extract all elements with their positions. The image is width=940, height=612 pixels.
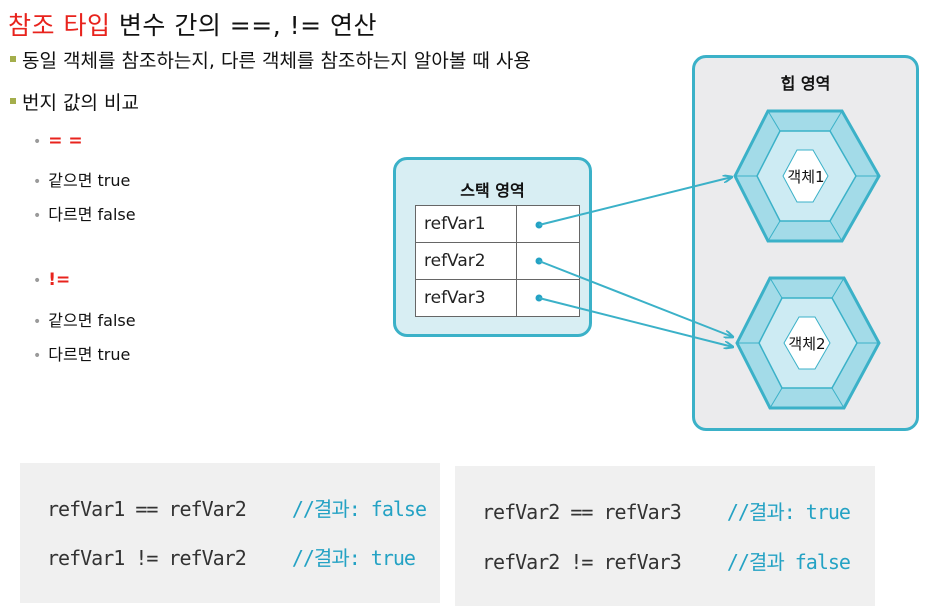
bullet-item: 번지 값의 비교 — [10, 88, 139, 115]
stack-title: 스택 영역 — [460, 181, 525, 200]
square-bullet-icon — [10, 98, 16, 104]
ref-var-name: refVar3 — [415, 279, 517, 317]
code-example-right: refVar2 == refVar3 //결과: true refVar2 !=… — [455, 466, 875, 606]
ref-var-name: refVar1 — [415, 205, 517, 243]
dot-bullet-icon: • — [33, 348, 42, 364]
code-comment: //결과: false — [291, 497, 427, 521]
object2-hexagon-icon — [735, 276, 881, 410]
code-comment: //결과: true — [726, 500, 851, 524]
dot-bullet-icon: • — [33, 273, 42, 289]
operator-neq: •!= — [33, 270, 71, 290]
code-comment: //결과 false — [726, 550, 851, 574]
neq-same-text: •같으면 false — [33, 311, 136, 330]
code-comment: //결과: true — [291, 546, 416, 570]
operator-eq: •= = — [33, 131, 83, 151]
heap-title: 힙 영역 — [780, 74, 831, 93]
table-row: refVar3 — [415, 279, 580, 317]
stack-area: 스택 영역 refVar1 refVar2 refVar3 — [393, 157, 592, 337]
dot-bullet-icon: • — [33, 134, 42, 150]
code-line: refVar2 == refVar3 //결과: true — [482, 500, 851, 524]
bullet-item: 동일 객체를 참조하는지, 다른 객체를 참조하는지 알아볼 때 사용 — [10, 46, 531, 73]
object1-label: 객체1 — [787, 168, 824, 186]
reference-arrows — [535, 177, 734, 347]
eq-same-text: •같으면 true — [33, 171, 131, 190]
dot-bullet-icon: • — [33, 314, 42, 330]
object1-hexagon-icon — [733, 109, 881, 243]
table-row: refVar2 — [415, 242, 580, 280]
title-rest: 변수 간의 ==, != 연산 — [110, 11, 377, 40]
code-example-left: refVar1 == refVar2 //결과: false refVar1 !… — [20, 463, 440, 603]
arrow-refvar1 — [538, 177, 732, 226]
page-title: 참조 타입 변수 간의 ==, != 연산 — [8, 6, 377, 42]
ref-table: refVar1 refVar2 refVar3 — [415, 205, 580, 317]
title-highlight: 참조 타입 — [8, 11, 111, 40]
code-line: refVar1 != refVar2 //결과: true — [47, 546, 416, 570]
arrow-refvar3 — [538, 297, 733, 347]
dot-bullet-icon: • — [33, 174, 42, 190]
square-bullet-icon — [10, 56, 16, 62]
eq-diff-text: •다르면 false — [33, 205, 136, 224]
pointer-cell — [516, 279, 580, 317]
dot-bullet-icon: • — [33, 208, 42, 224]
ref-var-name: refVar2 — [415, 242, 517, 280]
code-line: refVar1 == refVar2 //결과: false — [47, 497, 427, 521]
object2-label: 객체2 — [788, 335, 825, 353]
neq-diff-text: •다르면 true — [33, 345, 131, 364]
code-line: refVar2 != refVar3 //결과 false — [482, 550, 851, 574]
arrow-refvar2 — [538, 260, 733, 337]
